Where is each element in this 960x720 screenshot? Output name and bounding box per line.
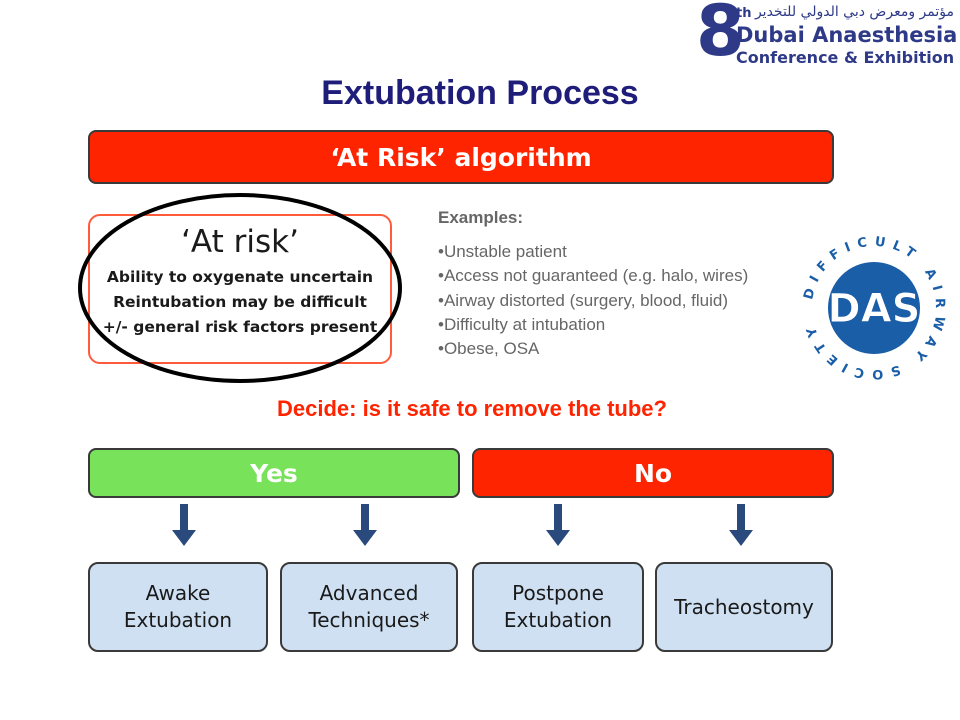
no-bar: No xyxy=(472,448,834,498)
yes-bar: Yes xyxy=(88,448,460,498)
outcome-line: Postpone xyxy=(512,581,604,605)
at-risk-heading: ‘At risk’ xyxy=(181,224,299,260)
conference-number: 8 xyxy=(696,0,745,72)
at-risk-box xyxy=(88,214,392,364)
outcome-line: Awake xyxy=(145,581,211,605)
down-arrow-icon xyxy=(546,504,570,546)
tracheostomy-box: Tracheostomy xyxy=(655,562,833,652)
example-item: •Unstable patient xyxy=(438,242,567,261)
conference-arabic-title: مؤتمر ومعرض دبي الدولي للتخدير xyxy=(754,4,954,20)
down-arrow-icon xyxy=(353,504,377,546)
example-item: •Difficulty at intubation xyxy=(438,315,606,334)
example-item: •Access not guaranteed (e.g. halo, wires… xyxy=(438,266,749,285)
outcome-line: Techniques* xyxy=(308,608,430,632)
decide-question: Decide: is it safe to remove the tube? xyxy=(277,396,667,421)
outcome-line: Tracheostomy xyxy=(674,594,814,619)
das-letters: DAS xyxy=(828,286,921,332)
advanced-techniques-box: Advanced Techniques* xyxy=(280,562,458,652)
conference-ordinal: th xyxy=(736,6,752,21)
outcome-line: Extubation xyxy=(503,608,613,632)
examples-title: Examples: xyxy=(438,208,524,227)
postpone-extubation-box: Postpone Extubation xyxy=(472,562,644,652)
down-arrow-icon xyxy=(729,504,753,546)
at-risk-line: Reintubation may be difficult xyxy=(113,293,367,311)
outcome-line: Extubation xyxy=(123,608,233,632)
outcome-line: Advanced xyxy=(319,581,419,605)
highlight-ellipse xyxy=(78,193,402,383)
das-logo: DAS DIFFICULT AIRWAY SOCIETY xyxy=(801,234,940,381)
conference-title-line2: Conference & Exhibition xyxy=(736,48,955,67)
page-title: Extubation Process xyxy=(321,74,639,112)
at-risk-line: Ability to oxygenate uncertain xyxy=(106,268,374,286)
down-arrow-icon xyxy=(172,504,196,546)
example-item: •Airway distorted (surgery, blood, fluid… xyxy=(438,291,729,310)
conference-logo: 8 th مؤتمر ومعرض دبي الدولي للتخدير Duba… xyxy=(692,0,958,70)
conference-title-line1: Dubai Anaesthesia xyxy=(736,23,958,47)
example-item: •Obese, OSA xyxy=(438,339,540,358)
at-risk-line: +/- general risk factors present xyxy=(102,318,378,336)
awake-extubation-box: Awake Extubation xyxy=(88,562,268,652)
at-risk-algorithm-bar: ‘At Risk’ algorithm xyxy=(88,130,834,184)
